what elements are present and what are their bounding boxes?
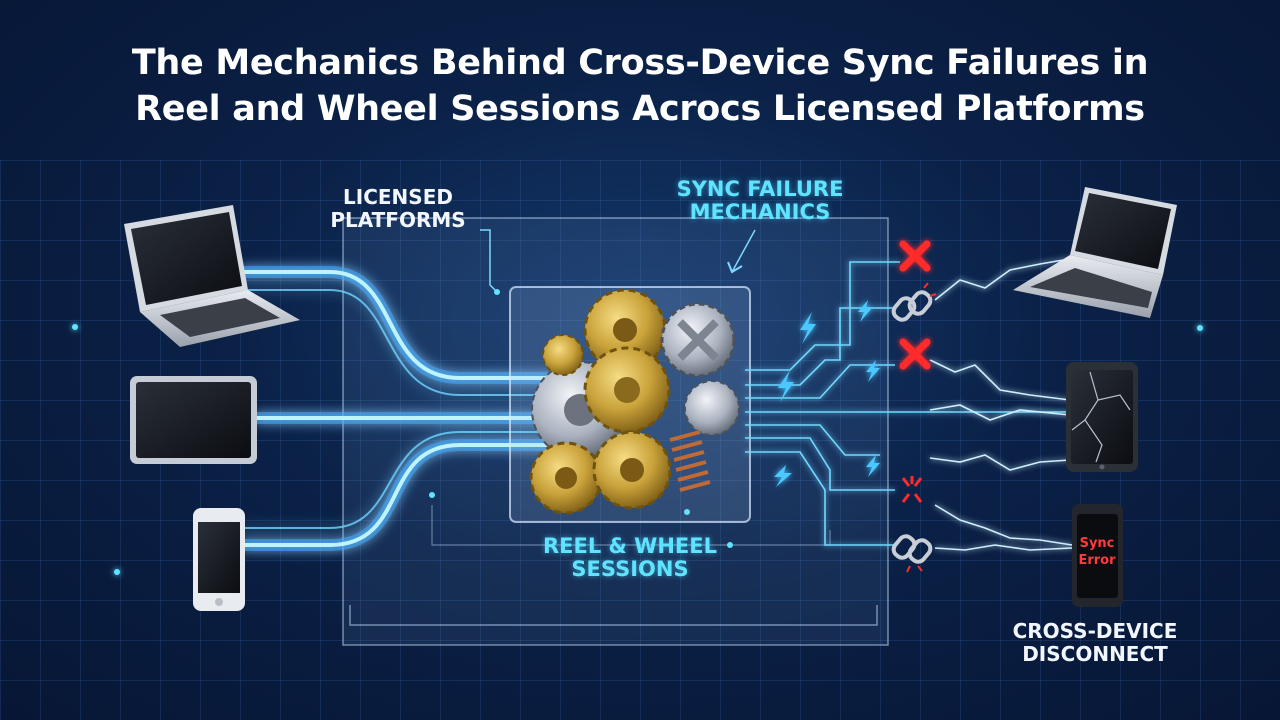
broken-link-icon: [891, 534, 933, 573]
laptop-icon: [1013, 187, 1177, 318]
phone-screen-line-2: Error: [1078, 553, 1116, 568]
label-reel-wheel-sessions-line-2: SESSIONS: [571, 557, 689, 581]
phone-error-icon: Sync Error: [1072, 504, 1123, 607]
x-icon: [899, 240, 931, 272]
page-title: The Mechanics Behind Cross-Device Sync F…: [0, 40, 1280, 132]
label-pointers: [480, 229, 756, 293]
title-line-2: Reel and Wheel Sessions Acrocs Licensed …: [135, 89, 1145, 129]
label-licensed-platforms-line-2: PLATFORMS: [330, 208, 466, 232]
electric-arcs: [929, 257, 1076, 551]
label-reel-wheel-sessions: REEL & WHEEL SESSIONS: [530, 535, 730, 581]
gear-mechanism: [509, 286, 751, 523]
label-licensed-platforms-line-1: LICENSED: [343, 185, 453, 209]
label-cross-device-disconnect-line-2: DISCONNECT: [1022, 642, 1168, 666]
silver-gear-icon: [684, 380, 740, 436]
cracked-tablet-icon: [1066, 362, 1138, 472]
label-cross-device-disconnect-line-1: CROSS-DEVICE: [1012, 619, 1178, 643]
lightning-icons: [774, 300, 880, 487]
label-cross-device-disconnect: CROSS-DEVICE DISCONNECT: [1000, 620, 1190, 666]
right-connection-lines: [745, 261, 1070, 546]
gold-gear-icon: [542, 334, 584, 376]
spring-icon: [669, 430, 711, 492]
phone-screen-line-1: Sync: [1080, 536, 1115, 551]
x-icon: [899, 338, 931, 370]
label-sync-failure-mechanics-line-2: MECHANICS: [689, 200, 831, 224]
broken-link-icon: [901, 476, 923, 503]
central-glass-panel: [342, 217, 889, 646]
label-sync-failure-mechanics-line-1: SYNC FAILURE: [676, 177, 844, 201]
label-reel-wheel-sessions-line-1: REEL & WHEEL: [543, 534, 717, 558]
laptop-icon: [124, 205, 300, 347]
label-sync-failure-mechanics: SYNC FAILURE MECHANICS: [660, 178, 860, 224]
tablet-icon: [130, 376, 257, 464]
glow-dots: [72, 324, 1203, 575]
smartphone-icon: [193, 508, 245, 611]
broken-link-icon: [891, 282, 937, 322]
title-line-1: The Mechanics Behind Cross-Device Sync F…: [131, 43, 1149, 83]
label-licensed-platforms: LICENSED PLATFORMS: [318, 186, 478, 232]
